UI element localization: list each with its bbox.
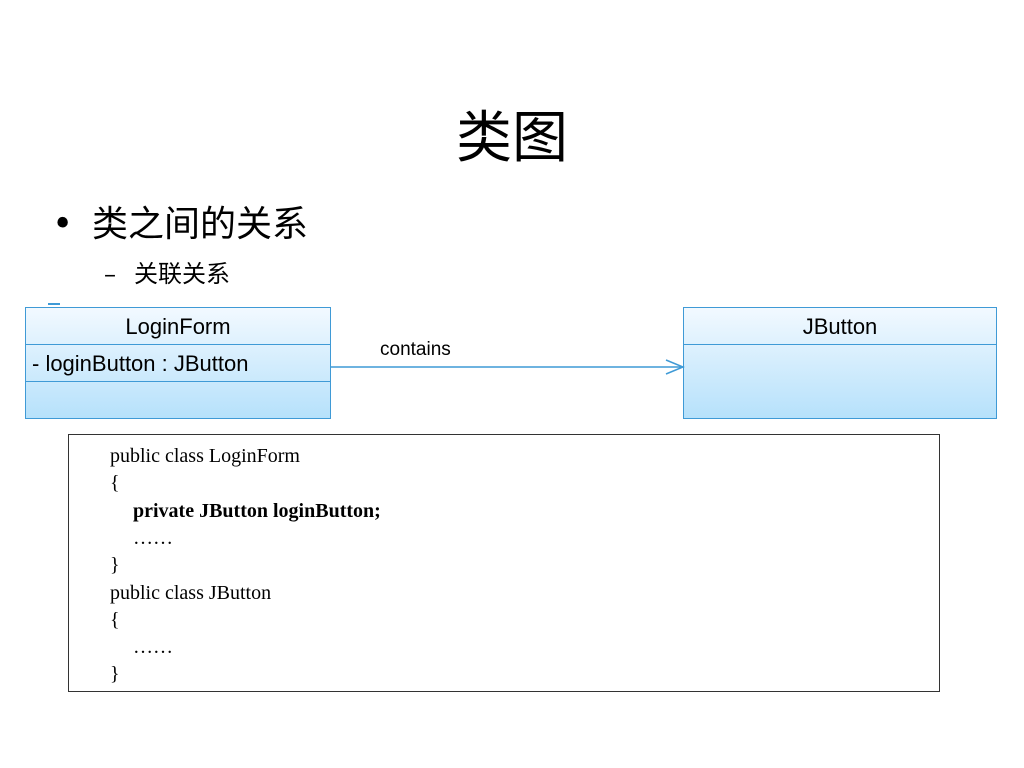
class-attribute: - loginButton : JButton xyxy=(26,345,330,382)
code-line: { xyxy=(110,608,120,631)
code-line: { xyxy=(110,472,120,495)
code-line: } xyxy=(110,554,120,577)
code-line: …… xyxy=(133,526,173,549)
class-name-jbutton: JButton xyxy=(684,308,996,345)
class-box-jbutton[interactable]: JButton xyxy=(683,307,997,419)
code-line: } xyxy=(110,663,120,686)
code-line: private JButton loginButton; xyxy=(133,499,381,522)
class-name-loginform: LoginForm xyxy=(26,308,330,345)
bullet-text: 类之间的关系 xyxy=(92,204,309,245)
slide-title: 类图 xyxy=(456,106,568,171)
bullet-marker: • xyxy=(52,204,74,245)
code-line: public class LoginForm xyxy=(110,445,300,467)
code-line: …… xyxy=(133,636,173,659)
association-arrowhead xyxy=(665,359,685,375)
class-box-loginform[interactable]: LoginForm - loginButton : JButton xyxy=(25,307,331,419)
association-label: contains xyxy=(380,339,451,360)
sub-bullet-marker: – xyxy=(104,260,116,288)
code-line: public class JButton xyxy=(110,581,272,604)
sub-bullet-item: –关联关系 xyxy=(104,256,230,292)
selection-handle xyxy=(48,303,60,305)
sub-bullet-text: 关联关系 xyxy=(134,260,230,288)
code-box: public class LoginForm { private JButton l… xyxy=(68,434,940,692)
bullet-item: • 类之间的关系 xyxy=(52,200,308,250)
